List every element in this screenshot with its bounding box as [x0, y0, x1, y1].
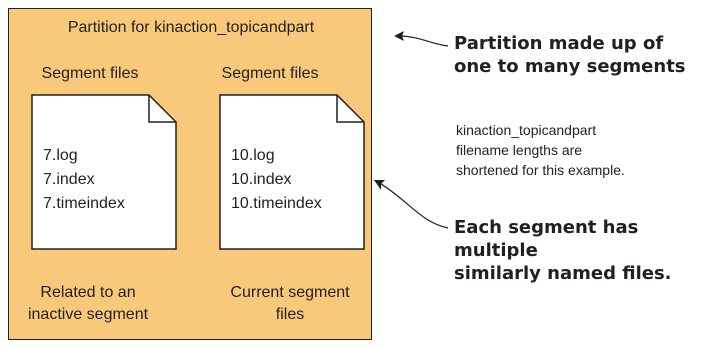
- document-icon: [219, 94, 365, 250]
- file-list-2: 10.log 10.index 10.timeindex: [231, 144, 322, 216]
- file-name: 10.log: [231, 147, 275, 164]
- note-line: shortened for this example.: [456, 162, 625, 178]
- arrowhead-icon: [394, 31, 404, 41]
- segment-document-2: 10.log 10.index 10.timeindex: [219, 94, 365, 250]
- callout-line: similarly named files.: [454, 263, 672, 284]
- partition-box: Partition for kinaction_topicandpart Seg…: [8, 8, 372, 340]
- segment-caption-2: Current segment files: [205, 282, 375, 326]
- partition-title: Partition for kinaction_topicandpart: [67, 19, 315, 36]
- segment-heading-1: Segment files: [41, 65, 139, 82]
- partition-callout: Partition made up of one to many segment…: [454, 32, 686, 78]
- caption-line: files: [275, 306, 305, 323]
- filename-note: kinaction_topicandpart filename lengths …: [456, 120, 625, 180]
- file-name: 10.index: [231, 171, 292, 188]
- segment-document-1: 7.log 7.index 7.timeindex: [31, 94, 177, 250]
- caption-line: inactive segment: [27, 306, 149, 323]
- caption-line: Related to an: [40, 284, 136, 301]
- note-line: kinaction_topicandpart: [456, 122, 597, 138]
- file-name: 10.timeindex: [231, 195, 322, 212]
- arrowhead-icon: [374, 180, 385, 190]
- callout-line: Each segment has multiple: [454, 217, 639, 261]
- callout-line: Partition made up of: [454, 33, 664, 54]
- callout-line: one to many segments: [454, 56, 686, 77]
- segment-caption-1: Related to an inactive segment: [3, 282, 173, 326]
- file-name: 7.timeindex: [43, 195, 125, 212]
- file-list-1: 7.log 7.index 7.timeindex: [43, 144, 125, 216]
- segment-heading-2: Segment files: [221, 65, 319, 82]
- segment-callout: Each segment has multiple similarly name…: [454, 216, 708, 285]
- segment-callout-arrow: [377, 181, 449, 229]
- document-icon: [31, 94, 177, 250]
- caption-line: Current segment: [230, 284, 350, 301]
- file-name: 7.index: [43, 171, 95, 188]
- partition-callout-arrow: [397, 35, 449, 47]
- file-name: 7.log: [43, 147, 78, 164]
- note-line: filename lengths are: [456, 142, 583, 158]
